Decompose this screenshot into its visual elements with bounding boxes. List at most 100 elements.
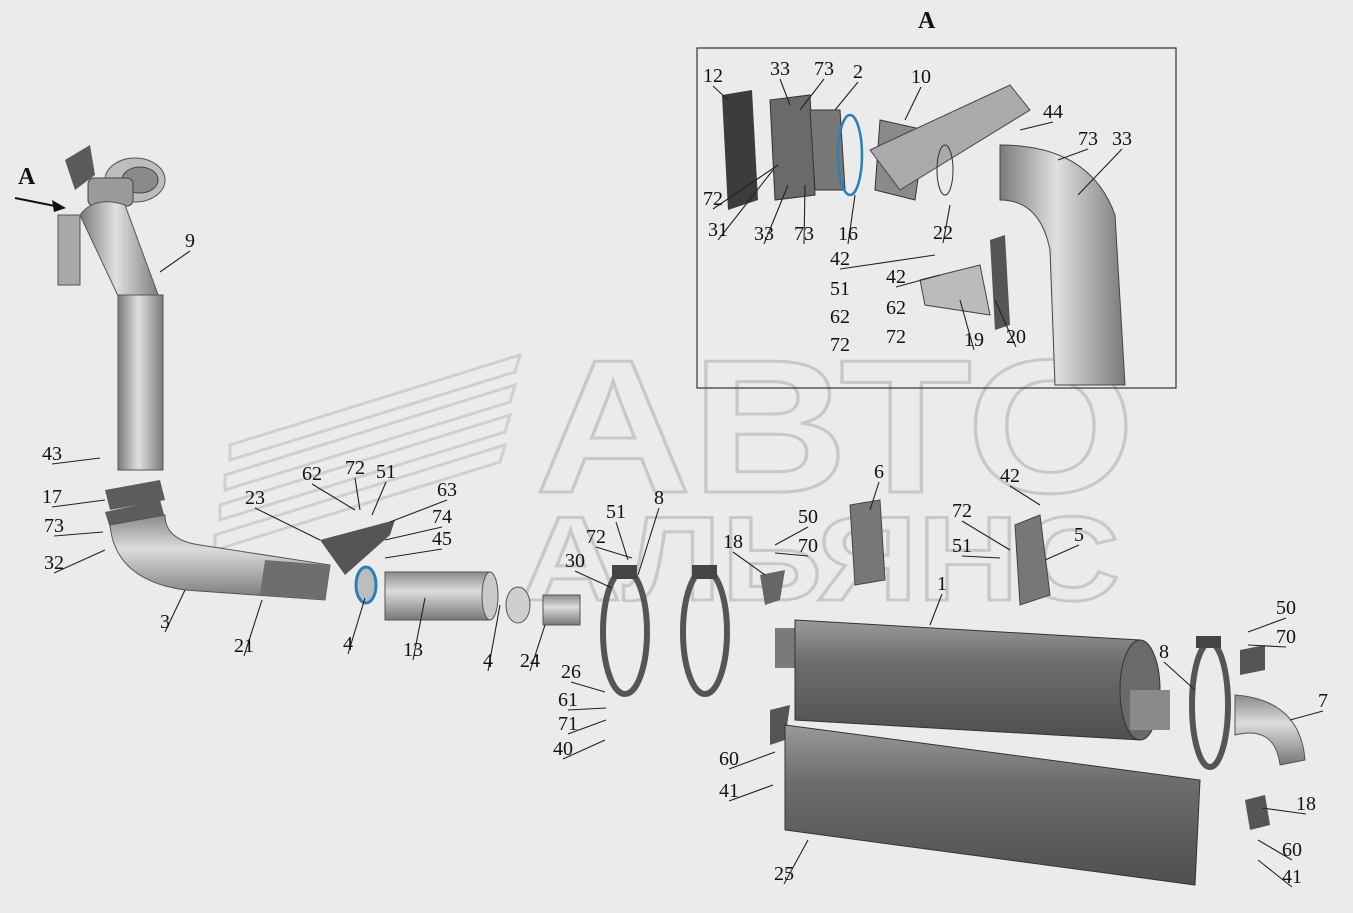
leader-line (574, 570, 613, 589)
part-callout: 24 (520, 650, 540, 672)
part-callout: 4 (343, 633, 353, 655)
leader-line (994, 299, 1017, 348)
leader-line (717, 169, 774, 241)
leader-line (834, 81, 859, 111)
leader-line (728, 751, 776, 770)
leader-line (942, 204, 951, 244)
leader-line (1077, 148, 1123, 196)
leader-line (961, 555, 1001, 559)
part-callout: 22 (933, 222, 953, 244)
part-callout: 44 (1043, 101, 1063, 123)
bracket-upper-right (1240, 645, 1265, 675)
watermark: АВТО АЛЬЯНС (213, 320, 1137, 628)
leader-line (732, 551, 766, 576)
part-callout: 2 (853, 61, 863, 83)
part-callout: 62 (302, 463, 322, 485)
part-callout: 62 (886, 297, 906, 319)
part-callout: 71 (558, 713, 578, 735)
part-callout: 72 (703, 188, 723, 210)
leader-line (389, 499, 448, 523)
part-callout: 19 (964, 329, 984, 351)
part-callout: 33 (770, 58, 790, 80)
leader-line (1009, 485, 1041, 506)
leader-line (1261, 807, 1307, 815)
part-callout: 41 (719, 780, 739, 802)
leader-line (570, 681, 606, 693)
muffler-1 (775, 619, 1170, 741)
leader-line (763, 184, 789, 245)
inset-frame (696, 47, 1177, 389)
clamp-8b (680, 565, 730, 697)
leader-line (803, 184, 806, 245)
leader-line (347, 597, 366, 655)
gasket-17 (105, 480, 165, 528)
part-callout: 63 (437, 479, 457, 501)
part-callout: 16 (838, 223, 858, 245)
leader-line (254, 507, 321, 541)
leader-line (371, 481, 387, 516)
leader-line (728, 784, 774, 802)
part-callout: 72 (886, 326, 906, 348)
leader-line (712, 85, 729, 101)
part-callout: 51 (606, 501, 626, 523)
part-callout: 73 (814, 58, 834, 80)
part-callout: 45 (432, 528, 452, 550)
leader-line (487, 604, 501, 672)
part-callout: 72 (586, 526, 606, 548)
clamp-ring-4a (354, 565, 378, 605)
leader-line (53, 549, 106, 574)
leader-line (869, 481, 880, 511)
leader-line (774, 526, 809, 546)
part-callout: 17 (42, 486, 62, 508)
leader-line (895, 274, 941, 288)
part-callout: 42 (830, 248, 850, 270)
leader-line (959, 299, 975, 351)
leader-line (412, 597, 426, 661)
view-arrow (14, 197, 61, 208)
part-callout: 40 (553, 738, 573, 760)
leader-line (595, 546, 633, 559)
part-callout: 3 (160, 611, 170, 633)
clamp-8c (1189, 636, 1231, 770)
part-callout: 73 (44, 515, 64, 537)
part-callout: 1 (937, 573, 947, 595)
clamp-8a (600, 565, 650, 697)
part-callout: 72 (830, 334, 850, 356)
part-callout: 5 (1074, 524, 1084, 546)
leader-line (1257, 859, 1293, 888)
view-marker: A (18, 164, 36, 190)
part-callout: 20 (1006, 326, 1026, 348)
leader-line (1057, 148, 1089, 161)
part-callout: 51 (952, 535, 972, 557)
leader-line (839, 254, 936, 270)
leader-line (847, 194, 856, 245)
part-callout: 6 (874, 461, 884, 483)
leader-line (783, 839, 809, 885)
leader-line (637, 507, 660, 576)
leader-line (1289, 710, 1324, 721)
leader-line (164, 589, 186, 633)
part-callout: 62 (830, 306, 850, 328)
leader-line (774, 552, 809, 557)
part-callout: 8 (654, 487, 664, 509)
part-callout: 73 (794, 223, 814, 245)
part-callout: 18 (1296, 793, 1316, 815)
part-callout: 72 (952, 500, 972, 522)
part-callout: 10 (911, 66, 931, 88)
bracket-18b (1245, 795, 1270, 830)
leader-line (567, 707, 607, 711)
leader-line (384, 548, 443, 559)
leader-line (1044, 544, 1080, 561)
part-callout: 9 (185, 230, 195, 252)
leader-line (529, 624, 546, 672)
part-callout: 42 (1000, 465, 1020, 487)
part-callout: 61 (558, 689, 578, 711)
tail-pipe-7 (1234, 694, 1306, 766)
part-callout: 72 (345, 457, 365, 479)
clamp-ring-4b (505, 586, 531, 624)
turbo-flange-assembly (57, 145, 166, 286)
part-callout: 26 (561, 661, 581, 683)
pipe-9 (79, 201, 164, 471)
